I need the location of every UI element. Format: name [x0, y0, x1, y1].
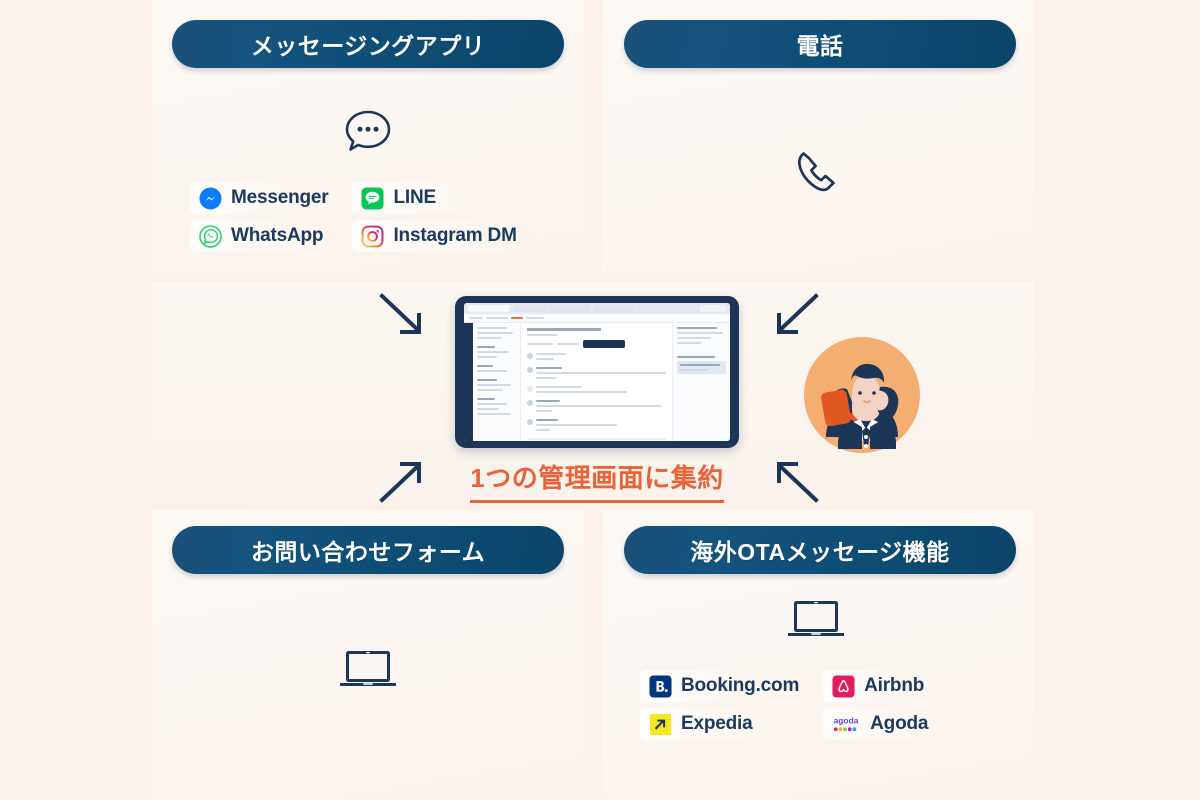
chat-bubble-dots-icon	[337, 100, 399, 162]
tablet-device	[455, 296, 739, 448]
app-sidebar	[473, 323, 521, 441]
phone-handset-icon	[786, 142, 848, 204]
line-logo	[360, 186, 384, 210]
header-overseas-ota-label: 海外OTAメッセージ機能	[690, 539, 950, 565]
app-conversation-pane	[521, 323, 672, 441]
brand-chip-line[interactable]: LINE	[352, 182, 531, 214]
app-toolbar	[464, 314, 730, 323]
brand-chip-agoda[interactable]: agoda Agoda	[823, 708, 943, 740]
brand-chip-messenger-label: Messenger	[231, 187, 329, 208]
header-overseas-ota: 海外OTAメッセージ機能	[624, 526, 1016, 574]
app-detail-pane	[672, 323, 730, 441]
brand-chip-line-label: LINE	[393, 187, 436, 208]
arrow-from-overseas-ota	[766, 456, 820, 509]
phone-operator-illustration	[800, 333, 925, 458]
brand-chip-whatsapp[interactable]: WhatsApp	[190, 220, 343, 252]
booking-logo	[648, 674, 672, 698]
brand-chip-airbnb[interactable]: Airbnb	[823, 670, 943, 702]
suggestion-card	[677, 361, 726, 374]
browser-tab-bar	[464, 303, 730, 314]
header-messaging-apps-label: メッセージングアプリ	[250, 33, 486, 59]
svg-text:agoda: agoda	[834, 715, 859, 725]
laptop-icon	[336, 646, 400, 694]
brand-chip-booking-com-label: Booking.com	[681, 675, 800, 696]
brand-chip-airbnb-label: Airbnb	[864, 675, 925, 696]
arrow-from-contact-form	[378, 456, 432, 509]
center-caption-label: 1つの管理画面に集約	[470, 458, 724, 503]
brand-chip-instagram-dm[interactable]: Instagram DM	[352, 220, 531, 252]
whatsapp-logo	[198, 224, 222, 248]
brand-chip-booking-com[interactable]: Booking.com	[640, 670, 814, 702]
tablet-screenshot	[464, 303, 730, 441]
brand-chip-expedia-label: Expedia	[681, 713, 753, 734]
header-telephone: 電話	[624, 20, 1016, 68]
instagram-logo	[360, 224, 384, 248]
header-messaging-apps: メッセージングアプリ	[172, 20, 564, 68]
airbnb-logo	[831, 674, 855, 698]
brand-chip-messenger[interactable]: Messenger	[190, 182, 343, 214]
agoda-logo: agoda	[831, 712, 861, 736]
arrow-from-messaging-apps	[378, 292, 432, 345]
center-caption: 1つの管理画面に集約	[455, 458, 739, 503]
arrow-from-telephone	[766, 292, 820, 345]
messenger-logo	[198, 186, 222, 210]
brand-chip-whatsapp-label: WhatsApp	[231, 225, 324, 246]
ota-brand-list: Booking.com Airbnb Expedia	[640, 670, 943, 740]
header-telephone-label: 電話	[796, 33, 844, 59]
brand-chip-expedia[interactable]: Expedia	[640, 708, 814, 740]
header-contact-form: お問い合わせフォーム	[172, 526, 564, 574]
brand-chip-agoda-label: Agoda	[870, 713, 929, 734]
laptop-icon	[784, 596, 848, 644]
brand-chip-instagram-dm-label: Instagram DM	[393, 225, 517, 246]
header-contact-form-label: お問い合わせフォーム	[250, 539, 486, 565]
app-body	[464, 323, 730, 441]
expedia-logo	[648, 712, 672, 736]
messaging-brand-list: Messenger LINE	[190, 182, 531, 252]
app-left-nav	[464, 323, 473, 441]
